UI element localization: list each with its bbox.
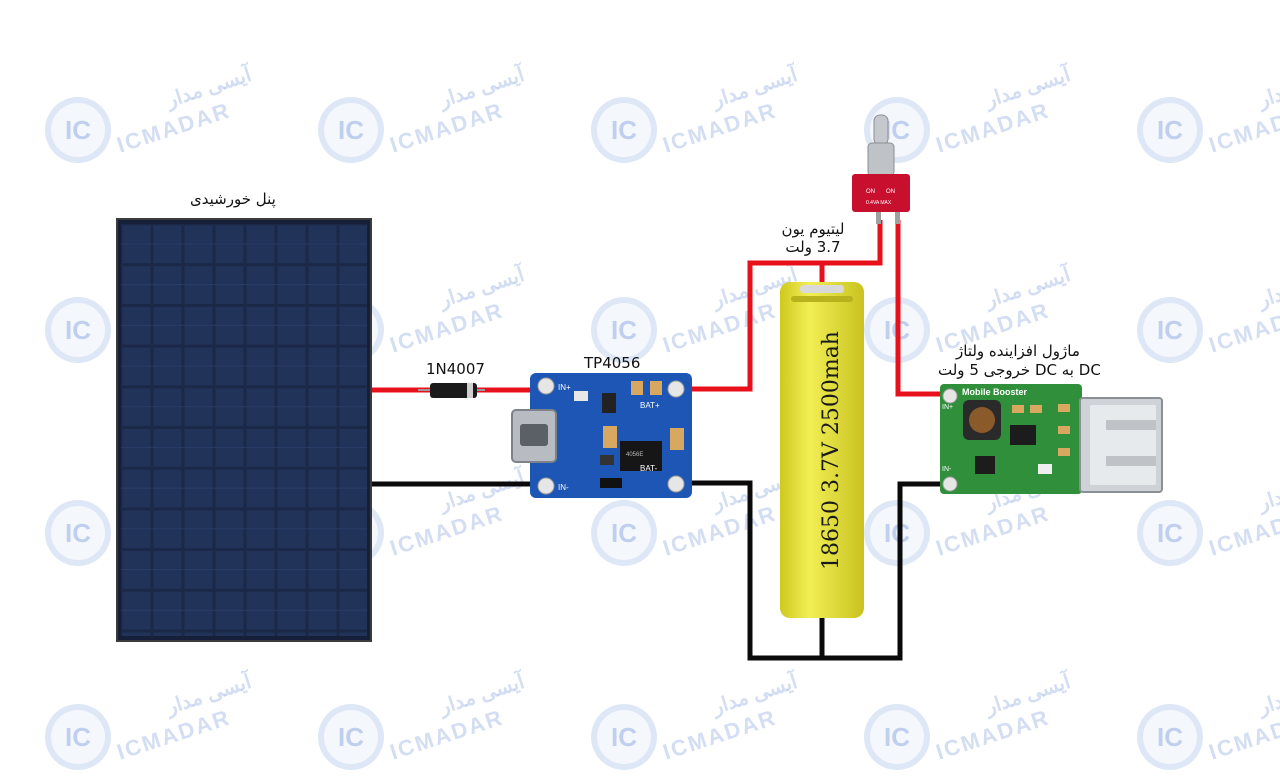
solar-panel-label: پنل خورشیدی xyxy=(190,190,276,208)
watermark-logo: IC xyxy=(591,704,657,770)
wire-switch-to-booster xyxy=(895,220,950,397)
charger-in-plus-label: IN+ xyxy=(558,383,571,392)
watermark-logo: IC xyxy=(864,500,930,566)
solar-panel xyxy=(116,218,372,642)
boost-converter-board xyxy=(940,384,1163,494)
watermark-logo: IC xyxy=(1137,704,1203,770)
watermark-logo: IC xyxy=(1137,500,1203,566)
watermark-logo: IC xyxy=(318,704,384,770)
toggle-switch[interactable] xyxy=(852,114,910,224)
switch-rating-label: 0.4VA MAX xyxy=(866,200,892,206)
booster-title-label: Mobile Booster xyxy=(962,387,1028,397)
watermark-logo: IC xyxy=(318,97,384,163)
wire-bat-negative xyxy=(684,480,950,661)
battery-18650 xyxy=(780,282,864,618)
watermark-logo: IC xyxy=(45,704,111,770)
charger-chip-label: 4056E xyxy=(626,452,643,458)
switch-on-left-label: ON xyxy=(866,189,875,195)
watermark-logo: IC xyxy=(45,297,111,363)
battery-type-label: لیتیوم یون xyxy=(781,220,845,238)
watermark-logo: IC xyxy=(1137,97,1203,163)
watermark-logo: IC xyxy=(864,704,930,770)
booster-title-label-fa: ماژول افزاینده ولتاژ xyxy=(956,342,1080,360)
diode-1n4007 xyxy=(418,383,485,398)
watermark-logo: IC xyxy=(591,500,657,566)
watermark-logo: IC xyxy=(591,297,657,363)
watermark-logo: IC xyxy=(1137,297,1203,363)
booster-in-plus-label: IN+ xyxy=(942,404,953,411)
booster-in-minus-label: IN- xyxy=(942,466,952,473)
charger-in-minus-label: IN- xyxy=(558,483,569,492)
watermark-logo: IC xyxy=(591,97,657,163)
watermark-logo: IC xyxy=(45,97,111,163)
watermark-logo: IC xyxy=(45,500,111,566)
battery-marking: 18650 3.7V 2500mah xyxy=(819,331,844,570)
wire-bat-positive xyxy=(684,220,883,392)
charger-bat-minus-label: BAT- xyxy=(640,464,658,473)
diode-label: 1N4007 xyxy=(426,360,485,378)
charger-label: TP4056 xyxy=(584,354,641,372)
booster-spec-label: DC به DC خروجی 5 ولت xyxy=(938,361,1101,379)
battery-voltage-label: 3.7 ولت xyxy=(785,238,841,256)
switch-on-right-label: ON xyxy=(886,189,895,195)
tp4056-charger-board xyxy=(511,373,692,498)
charger-bat-plus-label: BAT+ xyxy=(640,401,660,410)
